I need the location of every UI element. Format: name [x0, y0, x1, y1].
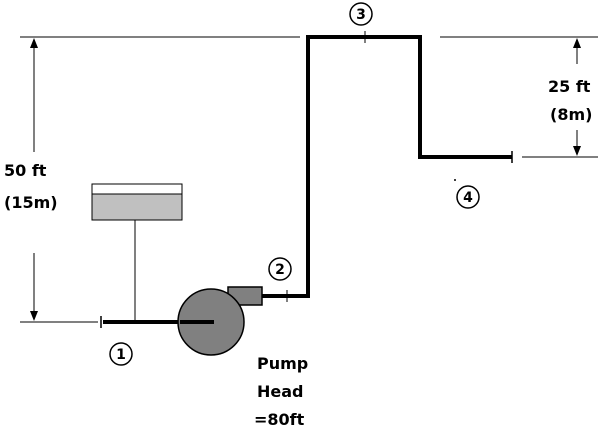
point-1-label: 1: [116, 347, 126, 363]
point-1-callout: 1: [109, 342, 133, 366]
pump: [177, 286, 263, 356]
right-dimension-label-m: (8m): [550, 105, 592, 124]
left-dimension-label-ft: 50 ft: [4, 161, 47, 180]
point-4-marker: [454, 179, 456, 181]
left-dimension-arrow: [30, 38, 38, 321]
point-4-callout: 4: [456, 185, 480, 209]
pump-head-value: =80ft: [254, 410, 305, 429]
pump-head-label: Head: [257, 382, 304, 401]
right-dimension-arrow: [573, 38, 581, 156]
pump-label: Pump: [257, 354, 308, 373]
right-dimension-label-ft: 25 ft: [548, 77, 591, 96]
point-3-callout: 3: [349, 2, 373, 26]
tank-liquid: [91, 193, 183, 221]
point-3-label: 3: [356, 7, 366, 23]
tank: [91, 183, 183, 221]
discharge-pipe: [262, 35, 512, 298]
point-4-label: 4: [463, 190, 473, 206]
point-2-label: 2: [275, 262, 285, 278]
point-2-callout: 2: [268, 257, 292, 281]
left-dimension-label-m: (15m): [4, 193, 58, 212]
